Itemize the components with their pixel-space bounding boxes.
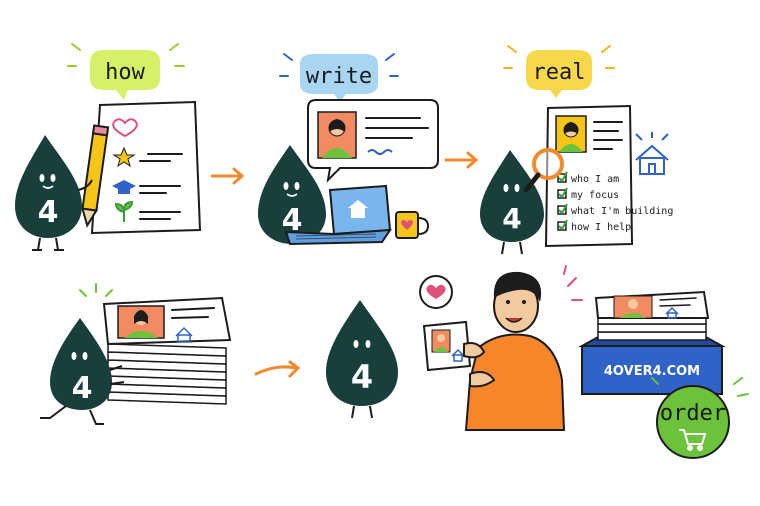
heart-icon: [426, 284, 446, 299]
check-icon: [557, 171, 568, 183]
panel-how: how: [15, 43, 202, 251]
graduation-cap-icon: [112, 180, 136, 194]
order-button-label: order: [660, 401, 726, 426]
bubble-label-how: how: [105, 60, 145, 85]
check-icon: [557, 219, 568, 231]
magnifier-icon: [523, 148, 564, 193]
sprout-icon: [114, 200, 134, 222]
laptop-icon: [284, 184, 392, 246]
coffee-mug-icon: [395, 211, 430, 239]
profile-draft-bubble: [307, 99, 439, 183]
star-icon: [112, 146, 136, 168]
pencil-icon: [81, 124, 110, 228]
checklist-item: what I'm building: [571, 206, 673, 217]
flow-arrow-2: [444, 151, 479, 169]
card-stack: [594, 290, 710, 341]
checklist-item: who I am: [571, 174, 619, 185]
bubble-label-write: write: [306, 64, 372, 89]
home-icon: [175, 326, 193, 343]
mascot-drop: 4: [480, 150, 544, 255]
panel-stack: 4: [40, 283, 232, 425]
print-box: 4OVER4.COM: [578, 335, 726, 395]
heart-icon: [112, 118, 138, 138]
person: [463, 271, 566, 431]
document-sheet: [90, 100, 202, 235]
order-button[interactable]: order: [651, 377, 749, 459]
flow-arrow-3: [254, 360, 301, 378]
heart-bubble: [419, 275, 453, 309]
checklist-item: my focus: [571, 190, 619, 201]
profile-page: who I am my focus what I'm building how …: [544, 104, 673, 248]
speech-bubble-write: write: [279, 53, 399, 102]
home-icon: [635, 132, 669, 175]
mascot-drop: 4: [258, 145, 326, 244]
panel-order: 4OVER4.COM order: [578, 290, 749, 459]
home-icon: [348, 200, 368, 218]
checklist-item: how I help: [571, 222, 631, 233]
check-icon: [557, 203, 568, 215]
speech-bubble-how: how: [67, 43, 185, 100]
speech-bubble-real: real: [503, 45, 615, 98]
mascot-number: 4: [72, 371, 93, 406]
card-stack: [102, 296, 232, 405]
cart-icon: [679, 429, 707, 451]
panel-write: write 4: [258, 53, 439, 246]
mascot-drop: 4: [326, 300, 398, 419]
mascot-number: 4: [38, 195, 59, 230]
mascot-drop: 4: [40, 318, 125, 425]
flow-arrow-1: [210, 167, 245, 185]
home-icon: [451, 348, 465, 362]
mascot-drop: 4: [15, 135, 93, 251]
home-icon: [665, 306, 679, 319]
brand-label: 4OVER4.COM: [604, 364, 700, 379]
mascot-number: 4: [351, 358, 373, 396]
business-card: [422, 320, 472, 372]
mascot-number: 4: [502, 202, 521, 235]
panel-handoff: 4: [326, 265, 583, 431]
bubble-label-real: real: [533, 60, 586, 85]
panel-real: real who I am: [480, 45, 673, 255]
checklist: who I am my focus what I'm building how …: [557, 171, 673, 233]
mascot-number: 4: [282, 203, 303, 238]
check-icon: [557, 187, 568, 199]
